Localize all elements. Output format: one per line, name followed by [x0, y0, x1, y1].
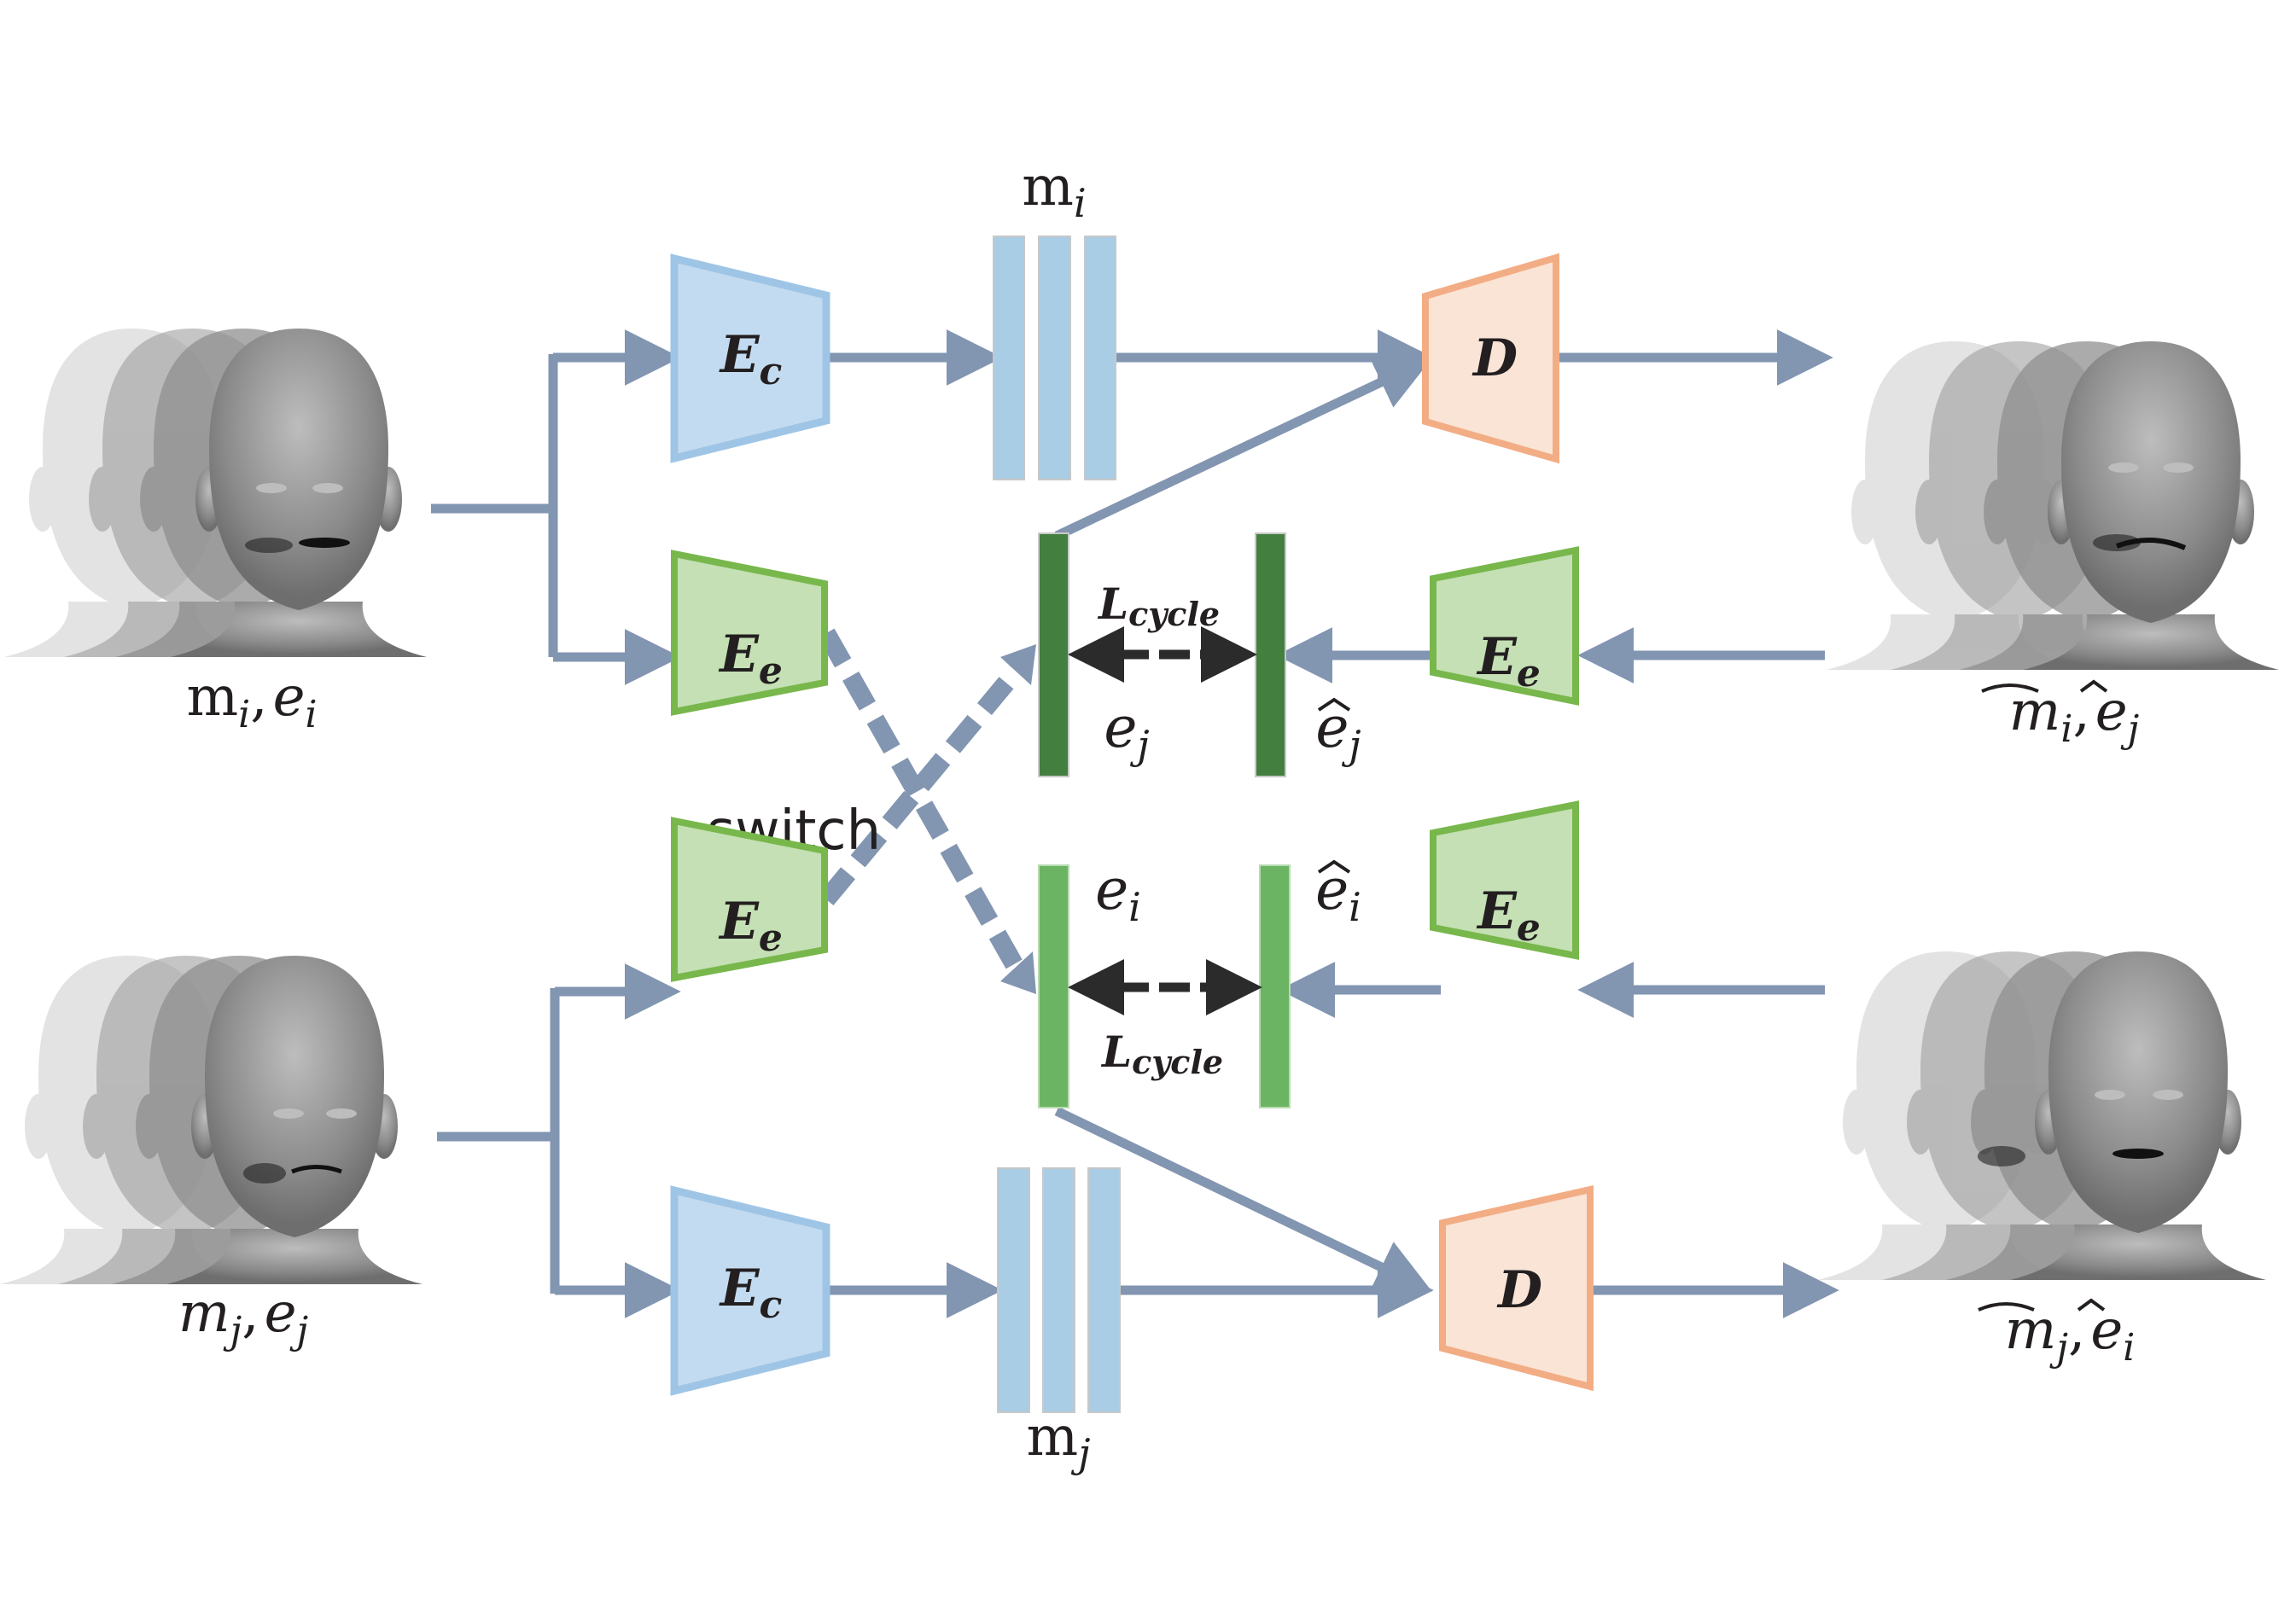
output-label-bottom: mj,ei — [2005, 1299, 2136, 1370]
switch-connectors — [818, 628, 1029, 980]
expression-code-ei — [1038, 864, 1069, 1108]
expression-encoder-right-top: Ee — [1430, 546, 1579, 706]
input-label-bottom: mj,ej — [178, 1282, 308, 1352]
input-label-top: mi,ei — [186, 666, 317, 736]
expression-encoder-left-top: Ee — [671, 550, 828, 716]
output-face-stack-bottom — [1818, 951, 2266, 1280]
arrow-ei-to-d-bottom — [1054, 1107, 1432, 1293]
switch-arrowhead-ej — [1000, 644, 1036, 685]
svg-text:D: D — [1496, 1260, 1542, 1320]
input-face-stack-bottom — [0, 956, 422, 1284]
decoder-bottom: D — [1439, 1184, 1594, 1392]
switch-arrow-ej — [819, 660, 1028, 906]
hat-mark — [1317, 697, 1351, 712]
connectors — [431, 329, 1839, 1318]
svg-text:Ec: Ec — [719, 1259, 783, 1327]
cycle-loss-bottom: Lcycle — [1068, 959, 1262, 1081]
hat-mark — [1978, 1302, 2035, 1312]
svg-text:Ee: Ee — [1476, 881, 1541, 950]
hat-mark — [2079, 679, 2108, 693]
input-face-stack-top — [4, 329, 427, 657]
svg-text:Lcycle: Lcycle — [1097, 579, 1220, 633]
output-face-stack-top — [1827, 341, 2279, 670]
hat-mark — [1981, 684, 2039, 693]
switch-arrowhead-ei — [1000, 951, 1036, 994]
svg-text:D: D — [1471, 329, 1518, 388]
hat-mark — [1317, 859, 1351, 874]
content-code-top-label: mi — [1022, 155, 1086, 226]
expression-encoder-right-bottom: Ee — [1430, 800, 1579, 960]
output-label-top: mi,ej — [2009, 680, 2140, 751]
cycle-loss-top: Lcycle — [1068, 579, 1257, 683]
svg-text:Ee: Ee — [718, 892, 783, 960]
expression-code-ei-label: ei — [1095, 857, 1141, 930]
content-code-bottom-label: mj — [1027, 1405, 1091, 1476]
svg-text:Ee: Ee — [718, 625, 783, 693]
svg-text:Lcycle: Lcycle — [1100, 1027, 1223, 1081]
expression-code-ej-hat — [1255, 532, 1286, 777]
arrow-ej-to-d-top — [1054, 356, 1432, 540]
content-encoder-top: Ec — [670, 253, 830, 463]
expression-code-ej — [1038, 532, 1069, 777]
svg-text:Ee: Ee — [1476, 627, 1541, 695]
expression-code-ej-label: ej — [1104, 695, 1149, 768]
decoder-top: D — [1422, 253, 1559, 464]
switch-arrow-ei — [818, 628, 1029, 980]
expression-code-ei-hat — [1259, 864, 1291, 1108]
hat-mark — [2077, 1298, 2106, 1312]
svg-text:Ec: Ec — [719, 325, 783, 393]
content-code-top — [993, 236, 1116, 480]
content-code-bottom — [997, 1167, 1121, 1413]
expression-encoder-left-bottom: Ee — [671, 817, 828, 982]
content-encoder-bottom: Ec — [670, 1185, 830, 1396]
